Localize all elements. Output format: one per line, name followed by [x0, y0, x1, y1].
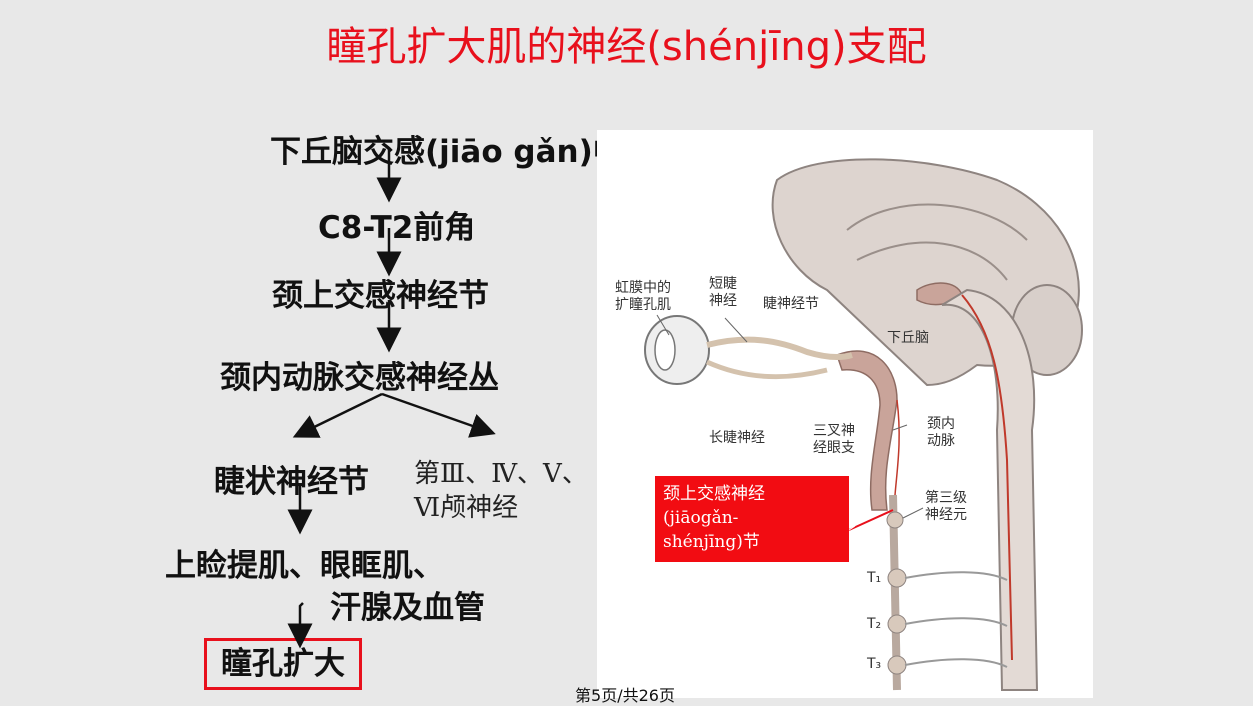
flow-result-box: 瞳孔扩大: [204, 638, 362, 690]
label-t1: T₁: [866, 570, 881, 586]
flow-step-hypothalamus-text: 下丘脑交感(jiāo gǎn)中枢: [270, 134, 655, 170]
arrow-split-left: [292, 392, 383, 438]
arrow-split-right: [381, 392, 496, 438]
label-iris: 虹膜中的扩瞳孔肌: [615, 280, 671, 313]
label-short-ciliary: 短睫神经: [709, 276, 737, 309]
label-trigeminal: 三叉神经眼支: [813, 423, 855, 456]
flow-result-text: 瞳孔扩大: [221, 646, 345, 682]
label-long-ciliary: 长睫神经: [709, 430, 765, 446]
ganglion-pointer: [848, 509, 894, 531]
page-footer: 第5页/共26页: [575, 686, 675, 705]
ciliary-nerves: [706, 336, 853, 360]
label-t2: T₂: [866, 616, 881, 632]
label-hypothalamus: 下丘脑: [887, 330, 929, 346]
cranial-nerves-line2: Ⅵ颅神经: [414, 493, 519, 523]
ganglion-label-line1: 颈上交感神经: [663, 484, 765, 504]
cranial-nerves-line1: 第Ⅲ、Ⅳ、Ⅴ、: [414, 459, 588, 489]
arrow-5: [287, 602, 313, 649]
ganglion-label-line2: (jiāogǎn-: [663, 508, 739, 528]
flow-step-hypothalamus: 下丘脑交感(jiāo gǎn)中枢: [270, 126, 655, 171]
flow-step-carotid-plexus: 颈内动脉交感神经丛: [220, 360, 499, 396]
slide-title: 瞳孔扩大肌的神经(shénjīng)支配: [326, 24, 927, 70]
label-ciliary-ganglion: 睫神经节: [763, 296, 819, 312]
flow-target-line2: 汗腺及血管: [330, 590, 485, 626]
ganglion-highlight-label: 颈上交感神经 (jiāogǎn- shénjīng)节: [655, 476, 849, 562]
anatomy-figure: 虹膜中的扩瞳孔肌 短睫神经 睫神经节 下丘脑 长睫神经 三叉神经眼支 颈内动脉 …: [597, 130, 1093, 698]
flow-target-line1: 上睑提肌、眼眶肌、: [165, 548, 444, 584]
flow-branch-ciliary-ganglion: 睫状神经节: [214, 464, 369, 500]
ganglion-label-line3: shénjīng)节: [663, 532, 760, 552]
label-t3: T₃: [866, 656, 881, 672]
flow-arrows: [287, 150, 496, 649]
label-carotid: 颈内动脉: [927, 416, 955, 449]
carotid-artery-shape: [836, 350, 898, 511]
spinal-cord-shape: [941, 288, 1039, 691]
flow-step-superior-cervical-ganglion: 颈上交感神经节: [272, 278, 489, 314]
flow-branch-cranial-nerves: 第Ⅲ、Ⅳ、Ⅴ、 Ⅵ颅神经: [414, 457, 588, 525]
label-third-neuron: 第三级神经元: [925, 489, 967, 523]
flow-step-c8t2: C8-T2前角: [318, 210, 476, 246]
anatomy-drawing: 虹膜中的扩瞳孔肌 短睫神经 睫神经节 下丘脑 长睫神经 三叉神经眼支 颈内动脉 …: [615, 158, 1083, 691]
